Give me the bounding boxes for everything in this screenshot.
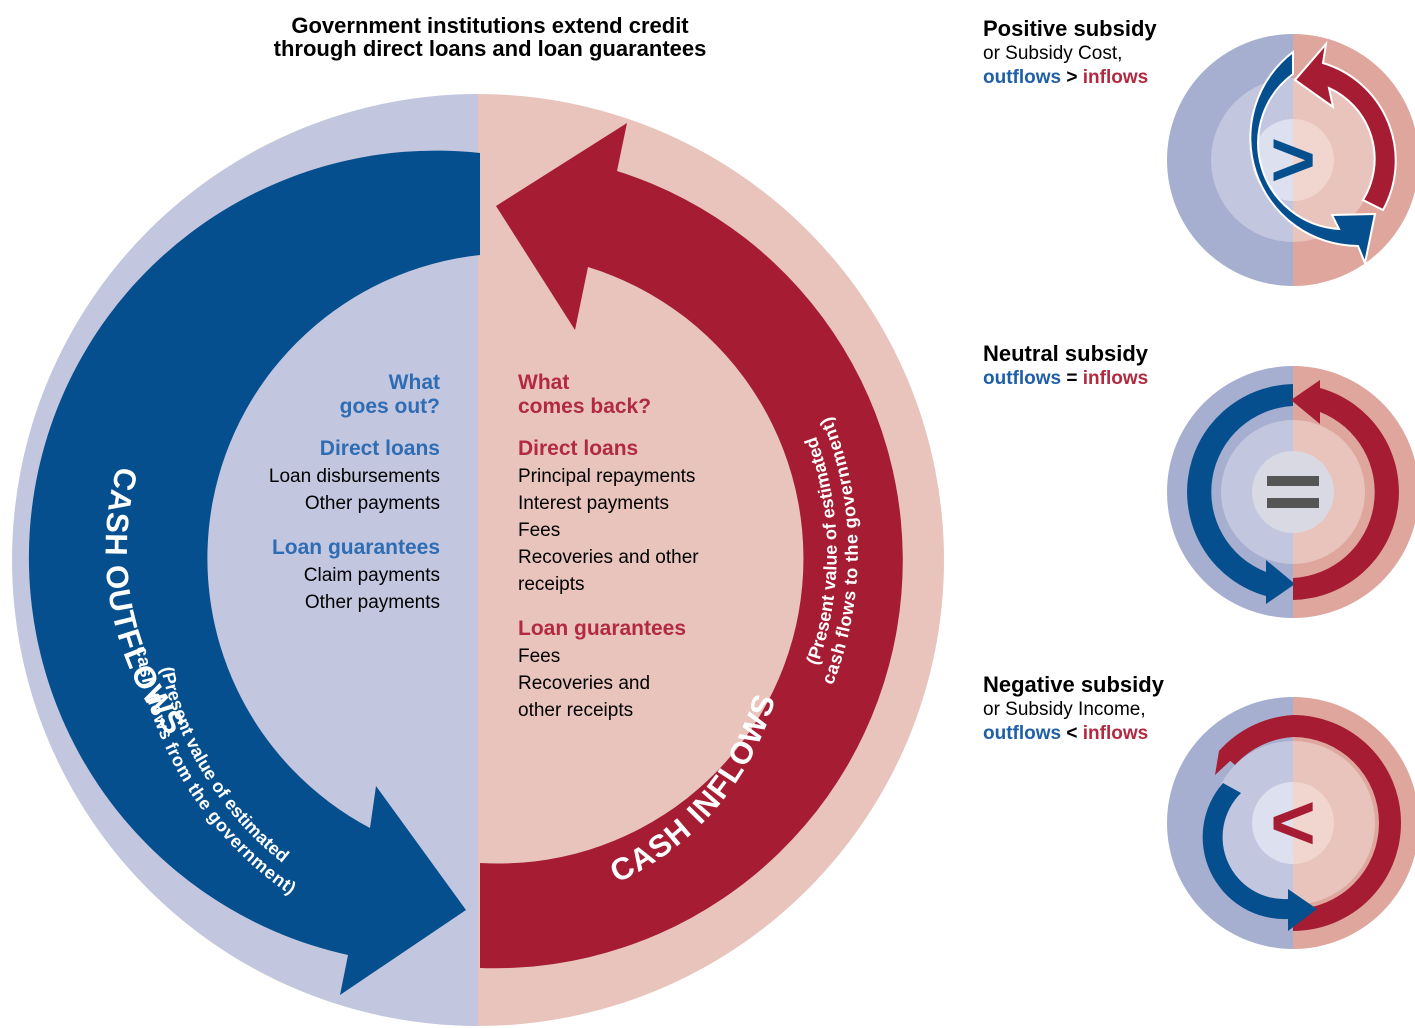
negative-subsidy-relation: outflows < inflows — [983, 723, 1149, 744]
incoming-direct-item: Recoveries and other — [518, 547, 699, 568]
positive-subsidy-legend: Positive subsidy or Subsidy Cost, outflo… — [983, 16, 1183, 90]
outgoing-direct-heading: Direct loans — [319, 437, 440, 460]
neutral-subsidy-legend: Neutral subsidy outflows = inflows — [983, 341, 1183, 391]
neutral-subsidy-relation: outflows = inflows — [983, 368, 1149, 389]
diagram-title: Government institutions extend credit th… — [200, 14, 780, 60]
incoming-guarantee-heading: Loan guarantees — [518, 617, 687, 640]
incoming-guarantee-item: Recoveries and — [518, 673, 651, 694]
outgoing-question: What goes out? — [339, 371, 440, 418]
incoming-column: What comes back? Direct loans Principal … — [518, 371, 778, 724]
outgoing-direct-item: Loan disbursements — [268, 466, 440, 487]
neutral-subsidy-title: Neutral subsidy — [983, 341, 1149, 366]
positive-subsidy-icon: > — [1167, 34, 1415, 286]
title-line1: Government institutions extend credit — [291, 13, 689, 38]
incoming-question: What comes back? — [518, 371, 652, 418]
outgoing-direct-item: Other payments — [304, 493, 440, 514]
incoming-direct-item: Fees — [518, 520, 561, 541]
negative-symbol: < — [1270, 778, 1316, 866]
outgoing-guarantee-heading: Loan guarantees — [271, 536, 440, 559]
incoming-direct-heading: Direct loans — [518, 437, 639, 460]
neutral-subsidy-icon — [1167, 366, 1415, 618]
title-line2: through direct loans and loan guarantees — [273, 36, 707, 61]
equals-bar-bottom — [1267, 498, 1319, 508]
outgoing-guarantee-item: Claim payments — [303, 565, 440, 586]
equals-bar-top — [1267, 476, 1319, 486]
positive-subsidy-subtitle: or Subsidy Cost, — [983, 43, 1123, 64]
incoming-direct-item: Principal repayments — [518, 466, 696, 487]
negative-subsidy-title: Negative subsidy — [983, 672, 1164, 697]
incoming-direct-item: receipts — [518, 574, 585, 595]
negative-subsidy-icon: < — [1167, 697, 1415, 949]
incoming-direct-item: Interest payments — [518, 493, 670, 514]
outgoing-guarantee-item: Other payments — [304, 592, 440, 613]
positive-symbol: > — [1270, 115, 1316, 203]
positive-subsidy-relation: outflows > inflows — [983, 67, 1149, 88]
cash-inflows-arrow — [480, 123, 903, 969]
outgoing-column: What goes out? Direct loans Loan disburs… — [180, 371, 440, 616]
incoming-guarantee-item: other receipts — [518, 700, 634, 721]
positive-subsidy-title: Positive subsidy — [983, 16, 1157, 41]
incoming-guarantee-item: Fees — [518, 646, 561, 667]
negative-subsidy-subtitle: or Subsidy Income, — [983, 699, 1146, 720]
negative-subsidy-legend: Negative subsidy or Subsidy Income, outf… — [983, 672, 1183, 746]
cash-outflows-arrow — [28, 150, 481, 996]
